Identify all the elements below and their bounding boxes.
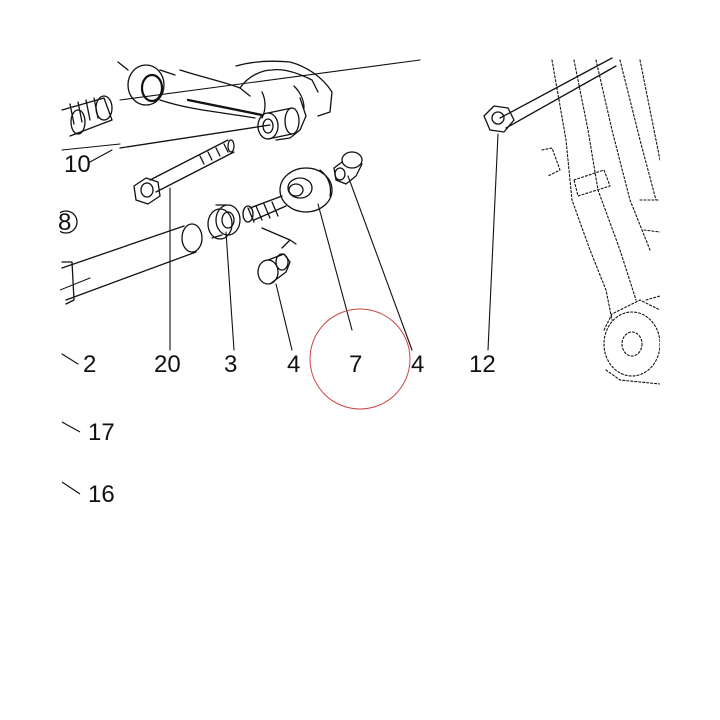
bushing-4a [257,253,291,285]
callout-17: 17 [88,419,115,446]
shock-body-left [60,223,203,305]
callout-4b: 4 [411,351,424,378]
spacer-3 [207,204,241,240]
ball-joint-7 [242,167,333,249]
leader-ticks [61,421,81,495]
callout-4a: 4 [287,351,300,378]
callout-8-circle [60,210,78,234]
left-threaded-end [61,95,121,151]
callout-8: 8 [58,209,71,236]
highlight-circle [309,308,411,410]
right-shock-arm [541,59,660,385]
bolt-20 [133,139,235,205]
callout-2: 2 [83,351,96,378]
callout-12: 12 [469,351,496,378]
bolt-12 [483,57,617,133]
upper-bracket [117,59,421,149]
callout-20: 20 [154,351,181,378]
callout-10: 10 [64,151,91,178]
callout-3: 3 [224,351,237,378]
bushing-4b [333,151,363,185]
leader-lines [61,133,499,365]
callout-7: 7 [349,351,362,378]
callout-16: 16 [88,481,115,508]
